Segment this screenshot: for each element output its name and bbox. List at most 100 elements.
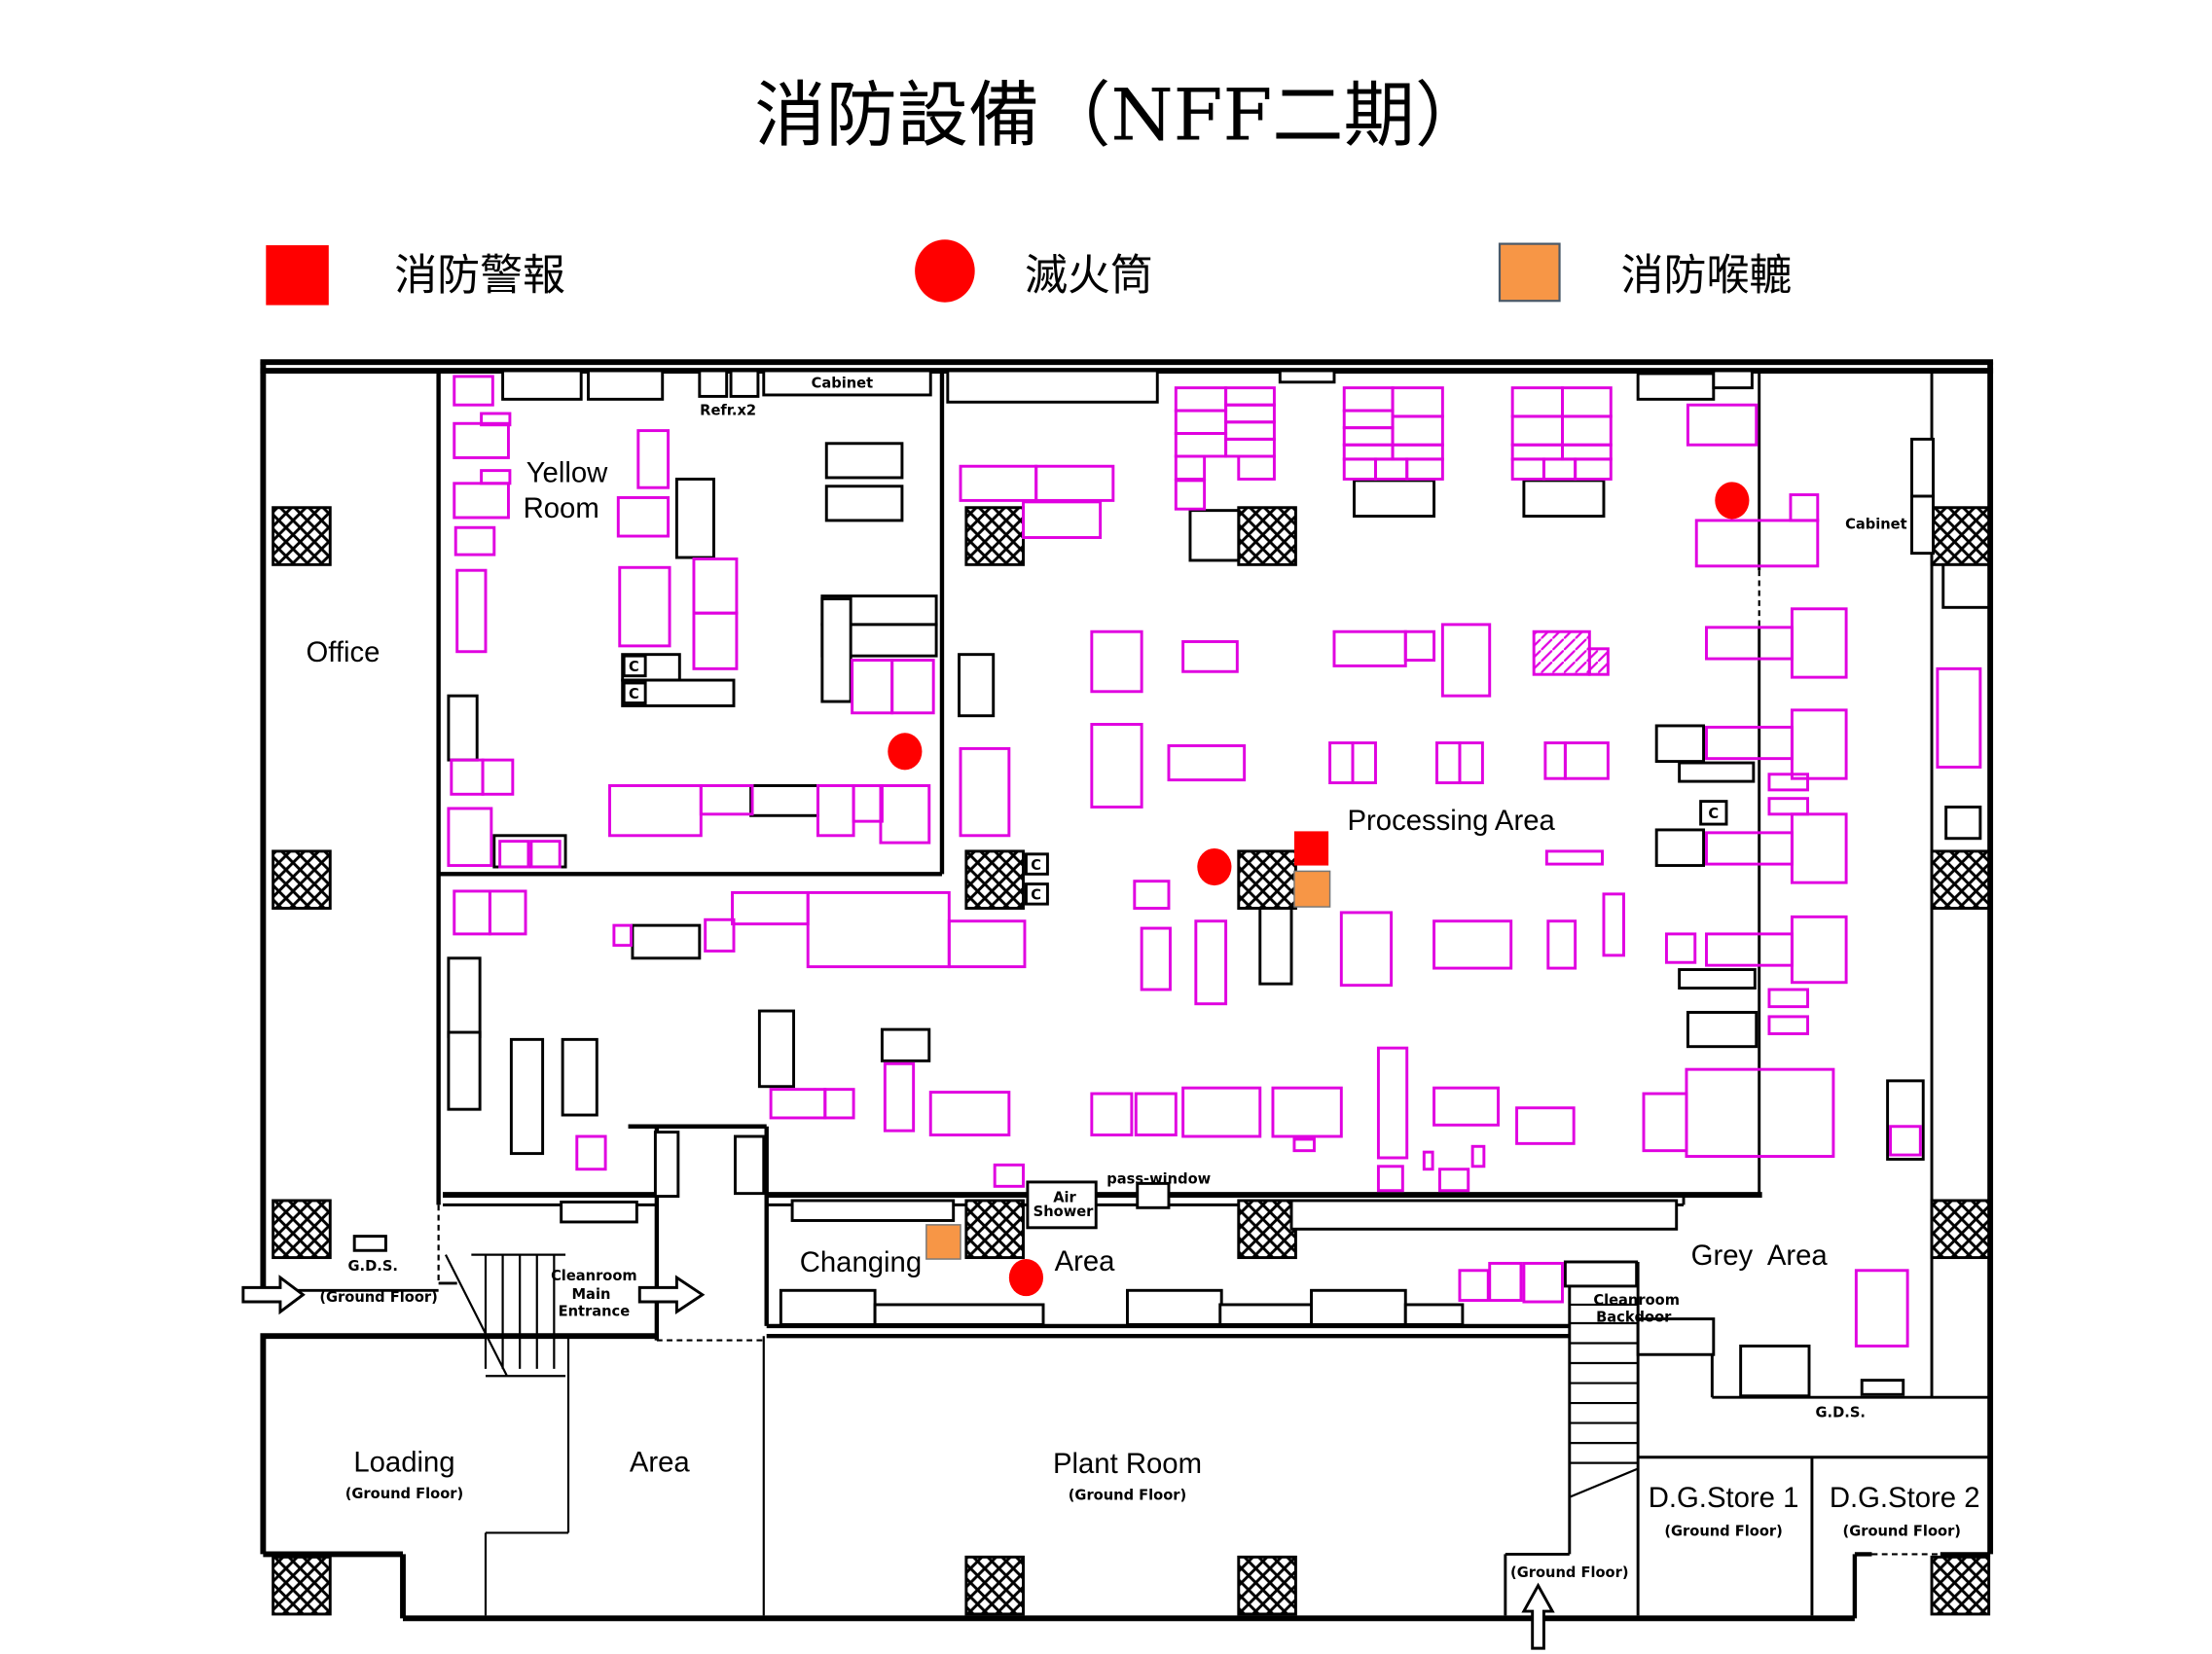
table xyxy=(1705,932,1794,967)
equipment-box xyxy=(734,1134,766,1196)
equipment-box xyxy=(1941,562,1991,609)
equipment-box xyxy=(1636,372,1716,401)
table xyxy=(852,784,884,823)
table xyxy=(1134,1092,1178,1137)
table xyxy=(890,659,935,715)
table xyxy=(1854,1269,1909,1348)
arrow-right-icon xyxy=(241,1275,306,1315)
table xyxy=(1705,725,1794,761)
fire-extinguisher-marker[interactable] xyxy=(1197,847,1232,886)
table xyxy=(1602,892,1625,957)
c-label: C xyxy=(629,686,639,702)
equipment-box xyxy=(587,369,665,401)
equipment-box xyxy=(1678,761,1756,783)
table xyxy=(947,919,1027,969)
equipment-box xyxy=(1678,968,1757,990)
table xyxy=(1328,741,1355,785)
equipment-box xyxy=(762,369,932,397)
table xyxy=(1351,741,1377,785)
arrow-up-icon xyxy=(1521,1582,1555,1650)
pillars xyxy=(272,506,1991,1616)
pillar xyxy=(964,849,1025,910)
equipment-box xyxy=(1278,369,1336,384)
table xyxy=(616,496,671,538)
table xyxy=(453,421,510,459)
cleanroom-main-entrance-label: Cleanroom xyxy=(551,1268,637,1284)
room-label-changing: Changing xyxy=(800,1246,922,1278)
equipment-box xyxy=(653,1131,680,1199)
fire-extinguisher-marker[interactable] xyxy=(1008,1259,1044,1297)
table xyxy=(453,375,494,407)
equipment-box xyxy=(1188,509,1241,562)
table xyxy=(692,557,739,615)
table xyxy=(1374,457,1409,481)
ground-floor-note: (Ground Floor) xyxy=(1843,1523,1961,1539)
table xyxy=(1174,432,1228,458)
table xyxy=(1767,988,1809,1009)
table xyxy=(1685,1067,1835,1158)
table xyxy=(1133,880,1171,910)
equipment-box xyxy=(1258,907,1293,986)
fire-hose-reel-marker[interactable] xyxy=(925,1224,961,1260)
table xyxy=(1440,623,1492,698)
legend: 消防警報 滅火筒 消防喉轆 xyxy=(266,239,1793,306)
table xyxy=(769,1088,827,1120)
pillar xyxy=(1237,1199,1297,1260)
room-label-plant-room: Plant Room xyxy=(1053,1448,1202,1480)
fire-extinguisher-marker[interactable] xyxy=(888,733,923,771)
table xyxy=(1546,919,1577,970)
table xyxy=(1224,420,1276,441)
table xyxy=(480,412,512,427)
gds-label: G.D.S. xyxy=(348,1258,398,1275)
ground-floor-note: (Ground Floor) xyxy=(345,1486,463,1502)
equipment-box xyxy=(1289,1199,1679,1231)
equipment-box xyxy=(674,477,715,559)
furniture xyxy=(447,375,1982,1348)
fire-extinguisher-marker[interactable] xyxy=(1715,482,1750,520)
table xyxy=(1292,1137,1316,1153)
table xyxy=(1422,1150,1434,1171)
equipment-box xyxy=(1522,479,1606,518)
table xyxy=(1224,437,1276,458)
table xyxy=(1332,629,1407,667)
equipment-box xyxy=(824,442,904,480)
equipment-box xyxy=(873,1303,1045,1326)
legend-label-fire-extinguisher: 滅火筒 xyxy=(1025,250,1153,300)
legend-label-fire-hose-reel: 消防喉轆 xyxy=(1621,250,1793,300)
table xyxy=(498,840,530,869)
room-label-grey-area: Grey Area xyxy=(1691,1240,1829,1272)
equipment-box xyxy=(631,923,702,960)
table xyxy=(993,1163,1025,1188)
pillar xyxy=(272,1555,332,1616)
table xyxy=(704,917,736,953)
pillar xyxy=(964,1199,1025,1260)
table xyxy=(1376,1165,1404,1193)
fire-hose-reel-marker[interactable] xyxy=(1293,870,1331,908)
table xyxy=(1224,386,1276,407)
room-label-processing-area: Processing Area xyxy=(1347,805,1555,837)
table xyxy=(1541,457,1577,481)
cabinet-label: Cabinet xyxy=(812,376,873,392)
ground-floor-note: (Ground Floor) xyxy=(1510,1564,1628,1581)
pillar xyxy=(1237,1555,1297,1616)
equipment-box xyxy=(946,369,1159,404)
fire-extinguisher-legend-icon xyxy=(915,239,975,303)
table xyxy=(1237,454,1276,481)
table xyxy=(1342,386,1395,413)
equipment-box xyxy=(1026,1180,1098,1230)
table xyxy=(1432,919,1513,970)
table xyxy=(823,1088,855,1120)
table xyxy=(1271,1086,1343,1138)
table xyxy=(1642,1092,1688,1153)
equipment-box xyxy=(1126,1288,1223,1326)
c-boxes: C C C C C xyxy=(622,654,1728,906)
equipment-box xyxy=(1136,1181,1171,1209)
table xyxy=(1563,741,1610,780)
table xyxy=(1510,443,1564,461)
fire-alarm-marker[interactable] xyxy=(1293,831,1329,866)
cabinet-label: Cabinet xyxy=(1845,517,1906,533)
table xyxy=(1342,443,1395,461)
c-label: C xyxy=(1708,806,1719,822)
cleanroom-backdoor-label: Backdoor xyxy=(1596,1310,1672,1326)
equipment-box xyxy=(757,1009,796,1089)
